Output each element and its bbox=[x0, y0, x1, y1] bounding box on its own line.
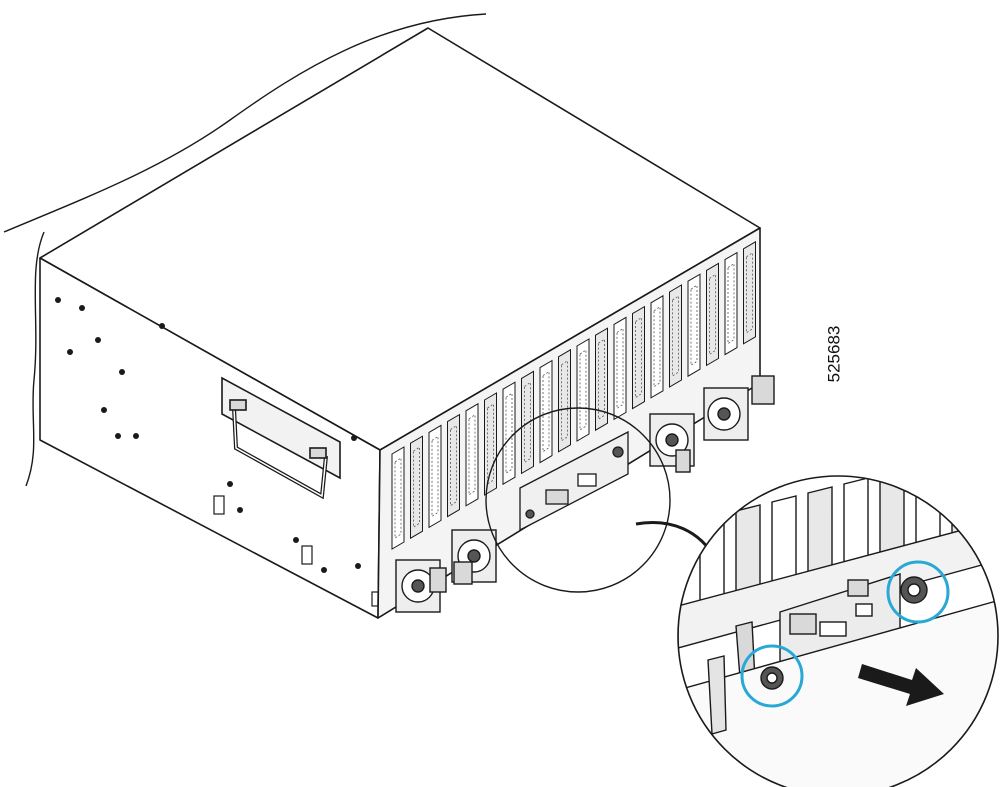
card-slot bbox=[743, 240, 756, 345]
card-slot-vent bbox=[598, 338, 605, 420]
break-lines bbox=[3, 13, 487, 487]
card-slot-vent bbox=[542, 370, 550, 453]
screw-highlight-left bbox=[740, 644, 804, 708]
card-slot-vent bbox=[505, 392, 513, 474]
card-slot-vent bbox=[709, 273, 716, 356]
figure-id-label: 525683 bbox=[824, 325, 844, 383]
card-slot-vent bbox=[450, 424, 457, 507]
card-slot-vent bbox=[690, 284, 698, 366]
card-slot-vent bbox=[653, 306, 661, 388]
psu-3 bbox=[649, 413, 695, 473]
side-slots bbox=[213, 495, 379, 607]
card-slot bbox=[632, 305, 645, 410]
side-handle bbox=[221, 376, 341, 500]
card-slot-vent bbox=[487, 403, 494, 485]
card-slot bbox=[576, 338, 590, 442]
card-slot-vent bbox=[579, 349, 587, 431]
card-slot bbox=[669, 284, 682, 388]
card-slot bbox=[391, 446, 405, 550]
card-slot bbox=[447, 413, 460, 518]
card-slot bbox=[465, 402, 479, 507]
card-slot bbox=[428, 424, 442, 529]
card-slot-vent bbox=[635, 316, 642, 399]
card-slot bbox=[484, 392, 497, 496]
psu-2 bbox=[451, 529, 497, 585]
card-slot bbox=[687, 273, 701, 378]
magnified-card-slot bbox=[735, 504, 761, 598]
card-slot bbox=[613, 316, 627, 421]
card-slot bbox=[650, 294, 664, 399]
pull-direction-arrow bbox=[858, 664, 944, 706]
power-supplies bbox=[395, 375, 775, 613]
card-slot-vent bbox=[394, 457, 402, 539]
card-slot-vent bbox=[727, 262, 735, 345]
card-slot-vent bbox=[524, 381, 531, 464]
card-slot-vent bbox=[561, 360, 568, 442]
magnified-card-slot bbox=[951, 476, 977, 544]
break-line-top bbox=[3, 13, 487, 233]
card-slot bbox=[706, 262, 719, 367]
rear-card-slots bbox=[391, 240, 756, 550]
card-slot bbox=[410, 435, 423, 540]
card-slot-vent bbox=[468, 414, 476, 496]
card-slot-vent bbox=[413, 446, 420, 528]
card-slot bbox=[502, 381, 516, 486]
card-slot-vent bbox=[746, 252, 753, 334]
psu-1 bbox=[395, 559, 447, 613]
detail-callout-circle bbox=[485, 407, 671, 593]
card-slot-vent bbox=[616, 327, 624, 410]
break-line-left bbox=[25, 231, 45, 487]
screw-highlight-right bbox=[886, 560, 950, 624]
side-screws bbox=[55, 297, 361, 573]
card-slot bbox=[595, 327, 608, 432]
card-slot bbox=[558, 348, 571, 453]
magnified-card-slot bbox=[771, 495, 797, 589]
io-module-small bbox=[519, 430, 629, 532]
magnified-detail-circle bbox=[677, 475, 999, 787]
card-slot-vent bbox=[431, 435, 439, 518]
card-slot-vent bbox=[672, 295, 679, 377]
magnified-detail bbox=[677, 475, 999, 787]
psu-4 bbox=[703, 375, 775, 441]
card-slot bbox=[724, 251, 738, 356]
